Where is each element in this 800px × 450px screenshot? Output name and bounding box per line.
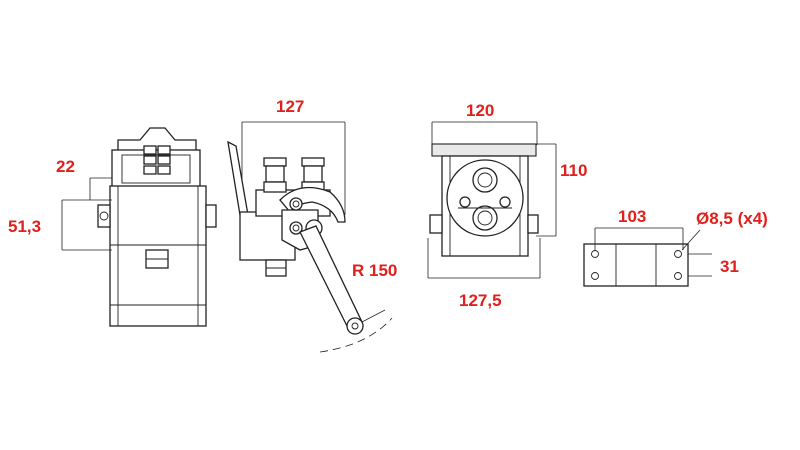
dim-top-base-width: 127,5 bbox=[459, 291, 502, 310]
dim-plate-hole-spacing: 103 bbox=[618, 207, 646, 226]
dim-swing-radius: R 150 bbox=[352, 261, 397, 280]
end-rotary-disc bbox=[446, 159, 524, 237]
swing-radius-arc bbox=[319, 317, 393, 353]
dim-plate-hole-diameter: Ø8,5 (x4) bbox=[696, 209, 768, 228]
dim-front-height: 51,3 bbox=[8, 217, 41, 236]
dim-top-height: 110 bbox=[560, 161, 587, 180]
plate-hole bbox=[591, 250, 599, 258]
side-view: 127 R 150 bbox=[227, 97, 397, 353]
dim-plate-height: 31 bbox=[720, 257, 739, 276]
dim-top-width: 120 bbox=[466, 101, 494, 120]
plate-hole bbox=[591, 272, 599, 280]
side-handle bbox=[227, 140, 249, 216]
dim-side-width: 127 bbox=[276, 97, 304, 116]
front-view: 22 51,3 bbox=[8, 127, 217, 327]
dim-front-offset: 22 bbox=[56, 157, 75, 176]
plate-view: 103 Ø8,5 (x4) 31 bbox=[583, 207, 768, 287]
mounting-plate bbox=[583, 243, 689, 287]
end-view: 120 110 127,5 bbox=[427, 101, 587, 310]
plate-hole bbox=[674, 272, 682, 280]
end-top-plate bbox=[431, 143, 537, 157]
plate-hole bbox=[674, 250, 682, 258]
